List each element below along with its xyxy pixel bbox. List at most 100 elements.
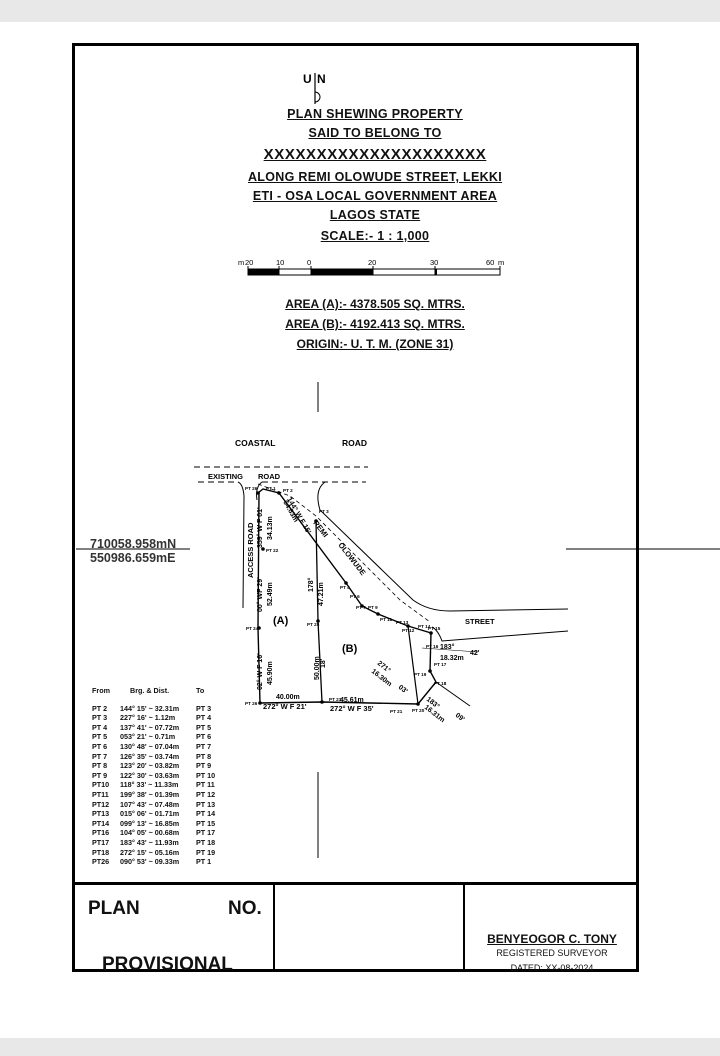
access-road-left-edge (237, 481, 245, 609)
title-state: LAGOS STATE (329, 208, 421, 222)
plan-no-label: NO. (228, 898, 262, 919)
area-b-text: AREA (B):- 4192.413 SQ. MTRS. (285, 317, 465, 331)
dim-47-21: 47.21m (318, 582, 325, 606)
title-location: ALONG REMI OLOWUDE STREET, LEKKI (247, 170, 503, 184)
pt-label-26: PT 26 (245, 701, 258, 706)
pt-label-20: PT 20 (412, 708, 425, 713)
pt-8-marker (360, 604, 364, 608)
title-lga: ETI - OSA LOCAL GOVERNMENT AREA (252, 189, 498, 203)
dim-40-00: 40.00m (276, 694, 300, 701)
title-said-to-belong: SAID TO BELONG TO (308, 126, 442, 140)
pt-label-22: PT 22 (266, 548, 279, 553)
pt-18-marker (428, 669, 432, 673)
pt-label-25: PT 25 (307, 622, 320, 627)
pt-label-4: PT 4 (340, 585, 350, 590)
street-north-edge (317, 481, 569, 612)
pt-5-marker (344, 581, 348, 585)
pt-label-1: PT 1 (266, 486, 276, 491)
title-block (72, 882, 639, 972)
pt-label-16: PT 16 (426, 644, 439, 649)
scale-label-10: 10 (276, 258, 284, 267)
pt-22-marker (261, 547, 265, 551)
point-labels: PT 26 PT 1 PT 2 PT 22 PT 24 PT 25 PT 4 P… (245, 486, 447, 714)
pt-23-marker (320, 700, 324, 704)
title-owner-name: XXXXXXXXXXXXXXXXXXXXX (263, 146, 487, 163)
scale-label-20b: 20 (368, 258, 376, 267)
pt-label-2: PT 2 (283, 488, 293, 493)
pt-label-6: PT 6 (350, 594, 360, 599)
pt-label-12: PT 12 (402, 628, 415, 633)
dim-178: 178° (307, 577, 315, 592)
pt-label-18: PT 18 (434, 681, 447, 686)
title-plan-shewing: PLAN SHEWING PROPERTY (287, 107, 463, 121)
property-boundary (256, 488, 437, 705)
dim-50-00: 50.00m (314, 656, 321, 680)
pt-26-marker (258, 701, 262, 705)
pt-14-marker (429, 631, 433, 635)
dimension-labels: 359° W F 01' 144° W F 15' 34.13m 64.63m … (256, 496, 480, 724)
scale-unit-right: m (498, 258, 504, 267)
dim-34-13: 34.13m (267, 516, 274, 540)
dim-03: 03' (397, 684, 409, 696)
pt-label-19: PT 19 (414, 672, 427, 677)
origin-text: ORIGIN:- U. T. M. (ZONE 31) (296, 337, 454, 351)
pt-label-3: PT 3 (319, 509, 329, 514)
pt-24-marker (257, 626, 261, 630)
street-center-line (257, 483, 431, 623)
north-arrow-n: N (317, 72, 326, 86)
header-to: To (196, 686, 205, 695)
dim-272-35: 272° W F 35' (330, 704, 374, 713)
pt-label-14: PT 14 (418, 624, 431, 629)
remi-label: REMI (311, 519, 330, 539)
plot-b-inner-hidden (395, 669, 430, 671)
plot-b-ext-line (435, 681, 471, 707)
north-arrow-u: U (303, 72, 312, 86)
street-south-edge (431, 626, 569, 642)
pt-label-15: PT 15 (428, 626, 441, 631)
pt-label-9: PT 9 (368, 605, 378, 610)
surveyor-title: REGISTERED SURVEYOR (496, 948, 608, 958)
street-label: STREET (465, 617, 495, 626)
pt-label-21: PT 21 (390, 709, 403, 714)
pt-20-marker (416, 702, 420, 706)
pt-label-17: PT 17 (434, 662, 447, 667)
north-arrow-icon: U N (300, 70, 330, 106)
scale-unit-left: m (238, 258, 244, 267)
boundary-points (256, 491, 433, 706)
pt-10-marker (376, 612, 380, 616)
plot-a-label: (A) (273, 615, 289, 627)
plot-divider-line-upper (315, 520, 319, 622)
surveyor-name: BENYEOGOR C. TONY (487, 932, 617, 946)
dim-18: 18' (320, 658, 327, 668)
pt-25-marker (316, 619, 320, 623)
scale-label-20a: 20 (245, 258, 253, 267)
table-header: From Brg. & Dist. To (92, 686, 226, 696)
dim-272-21: 272° W F 21' (263, 702, 307, 711)
area-a-text: AREA (A):- 4378.505 SQ. MTRS. (285, 297, 465, 311)
pt-12-marker (406, 624, 410, 628)
title-scale: SCALE:- 1 : 1,000 (320, 229, 430, 243)
northing-coordinate: 710058.958mN (90, 537, 177, 551)
scale-label-60: 60 (486, 258, 494, 267)
pt-label-11: PT 11 (380, 617, 392, 622)
easting-coordinate: 550986.659mE (90, 551, 176, 565)
provisional-label: PROVISIONAL (102, 954, 233, 975)
access-road-corner (256, 481, 263, 501)
access-road-label: ACCESS ROAD (246, 522, 255, 578)
dim-45-90: 45.90m (267, 661, 274, 685)
title-block-divider-1 (273, 882, 275, 972)
plan-label: PLAN (88, 898, 140, 919)
